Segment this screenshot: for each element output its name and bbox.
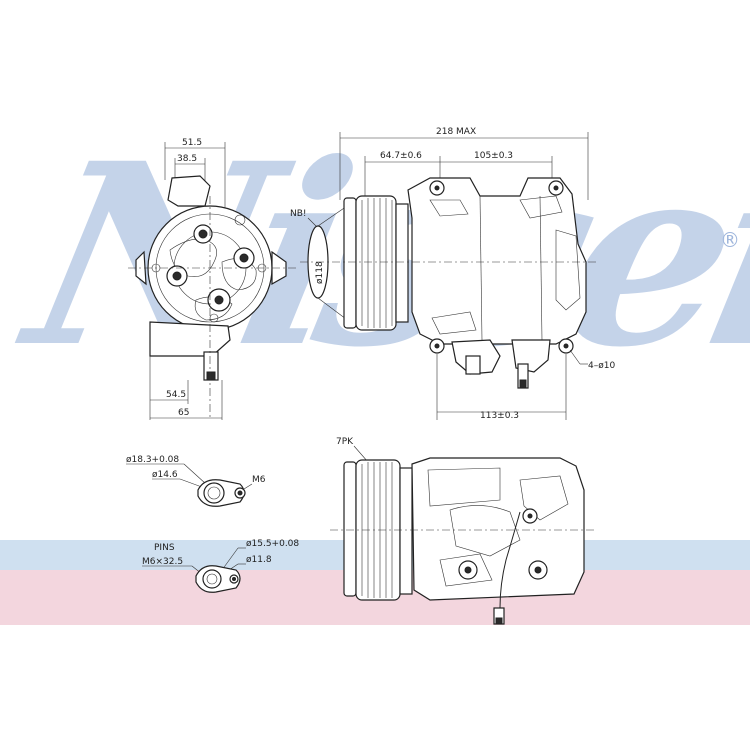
belt-label: 7PK	[336, 437, 354, 447]
port-a-outer: ø18.3+0.08	[126, 455, 179, 465]
front-view: 51.5 38.5 54.5	[128, 138, 296, 420]
dim-bottom-outer: 65	[178, 408, 189, 418]
dim-max-length: 218 MAX	[436, 127, 476, 137]
registered-mark: ®	[720, 228, 740, 252]
side-view: 218 MAX 64.7±0.6 105±0.3 NB! ø118	[290, 127, 615, 421]
note-nb: NB!	[290, 209, 307, 219]
dim-width-outer: 51.5	[182, 138, 202, 148]
port-a-thread: M6	[252, 475, 266, 485]
dim-pulley-offset: 64.7±0.6	[380, 151, 422, 161]
port-a-inner: ø14.6	[152, 470, 178, 480]
port-detail-a: ø18.3+0.08 ø14.6 M6	[126, 455, 266, 507]
dim-mount-spacing: 105±0.3	[474, 151, 513, 161]
port-b-inner: ø11.8	[246, 555, 272, 565]
dim-bottom-inner: 54.5	[166, 390, 186, 400]
port-b-outer: ø15.5+0.08	[246, 539, 299, 549]
port-b-pins-label: PINS	[154, 543, 175, 553]
port-detail-b: PINS M6×32.5 ø15.5+0.08 ø11.8	[142, 539, 299, 593]
dim-mount-holes: 4–ø10	[588, 361, 615, 371]
dim-mount-spacing-lower: 113±0.3	[480, 411, 519, 421]
belt-view: 7PK	[330, 437, 596, 625]
dim-pulley-diameter: ø118	[315, 261, 325, 284]
port-b-pins-spec: M6×32.5	[142, 557, 183, 567]
dim-width-inner: 38.5	[177, 154, 197, 164]
